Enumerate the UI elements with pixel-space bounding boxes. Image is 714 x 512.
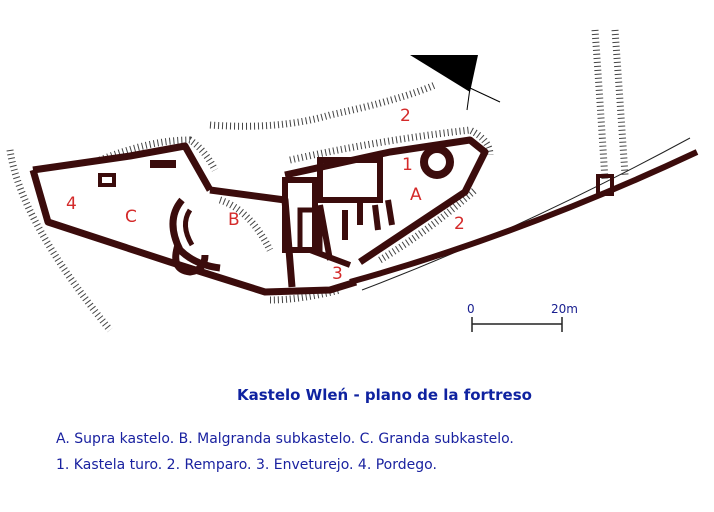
slope-hatching [6,29,629,333]
label-4: 4 [66,194,77,214]
label-c: C [125,207,137,227]
figure-title: Kastelo Wleń - plano de la fortreso [237,386,532,404]
tower-circle [420,145,454,179]
legend-line-areas: A. Supra kastelo. B. Malgranda subkastel… [56,431,514,447]
scale-end: 20m [551,302,578,316]
label-1: 1 [402,155,413,175]
label-a: A [410,185,422,205]
legend-line-features: 1. Kastela turo. 2. Remparo. 3. Enveture… [56,457,437,473]
label-3: 3 [332,264,343,284]
label-2-south: 2 [454,214,465,234]
label-b: B [228,210,240,230]
castle-walls [29,136,489,296]
scale-start: 0 [467,302,475,316]
road-wall [349,149,699,285]
road-gate [596,174,614,196]
road-edge-thin [361,137,691,291]
north-arrow-icon [410,55,501,111]
label-2-north: 2 [400,106,411,126]
scale-bar: 0 20m [467,302,578,332]
